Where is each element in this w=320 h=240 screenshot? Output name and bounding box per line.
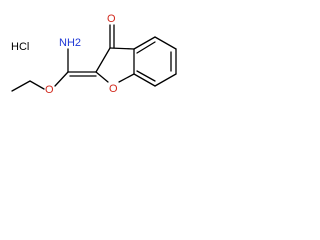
ether-oxygen-label: O [45,84,54,96]
ethyl-bond-2 [29,80,45,90]
carbonyl-oxygen-label: O [107,13,116,25]
ring-c2-c3-bond [95,47,111,73]
benzene-bond-5 [133,73,156,87]
ring-o-c2-bond [95,71,109,83]
benzene-bond-1 [133,36,156,50]
amine-label: NH2 [59,37,81,49]
ring-oxygen-label: O [109,83,118,95]
ether-o-to-c-bond [54,71,69,87]
benzene-bond-4 [154,73,177,87]
chemical-structure: HCl NH2 O O O [11,13,177,96]
benzene-inner-bond-1 [136,41,156,54]
hcl-label: HCl [11,41,29,53]
ethyl-bond-1 [11,80,31,92]
benzene-inner-bond-3 [136,70,156,82]
ring-c7a-o-bond [118,73,135,83]
benzene-bond-2 [154,36,177,50]
